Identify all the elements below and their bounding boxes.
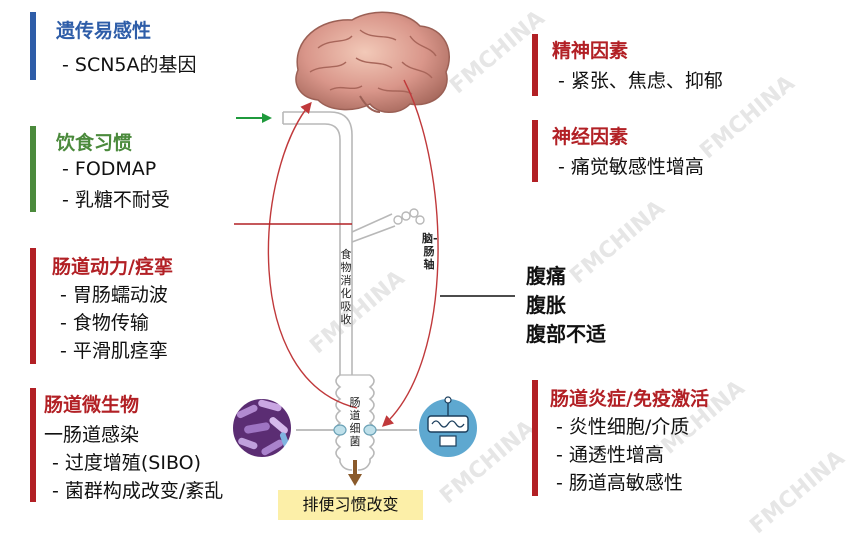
panel-title: 精神因素 [552,40,629,62]
panel-neural: 神经因素 - 痛觉敏感性增高 [532,120,772,182]
panel-diet: 饮食习惯 - FODMAP - 乳糖不耐受 [30,126,230,212]
panel-item: - 平滑肌痉挛 [60,340,168,362]
panel-microbe: 肠道微生物 一肠道感染 - 过度增殖(SIBO) - 菌群构成改变/紊乱 [30,388,270,502]
panel-bar [532,120,538,182]
brain-icon [295,11,450,113]
gut-lab-diagram-icon [417,396,479,459]
panel-bar [30,248,36,364]
arrow-down-icon [348,460,362,486]
panel-title: 遗传易感性 [56,20,152,42]
panel-item: - 通透性增高 [556,444,664,466]
panel-inflammation: 肠道炎症/免疫激活 - 炎性细胞/介质 - 通透性增高 - 肠道高敏感性 [532,380,772,496]
panel-item: - 过度增殖(SIBO) [52,452,202,474]
bacteria-micrograph-icon [231,397,293,459]
panel-item: 一肠道感染 [44,424,140,446]
panel-item: - 菌群构成改变/紊乱 [52,480,224,502]
panel-bar [532,380,538,496]
symptom-item: 腹部不适 [526,322,606,346]
symptom-list: 腹痛 腹胀 腹部不适 [526,262,606,349]
panel-title: 肠道炎症/免疫激活 [550,388,709,410]
panel-title: 神经因素 [552,126,629,148]
symptom-item: 腹胀 [526,293,566,317]
symptom-item: 腹痛 [526,264,566,288]
panel-item: - 肠道高敏感性 [556,472,683,494]
panel-title: 饮食习惯 [56,132,133,154]
panel-bar [30,12,36,80]
digestion-label: 食物消化吸收 [340,248,352,326]
panel-item: - SCN5A的基因 [62,54,197,76]
panel-bar [30,126,36,212]
panel-bar [532,34,538,96]
panel-motility: 肠道动力/痉挛 - 胃肠蠕动波 - 食物传输 - 平滑肌痉挛 [30,248,240,364]
panel-item: - 炎性细胞/介质 [556,416,690,438]
panel-item: - FODMAP [62,158,157,180]
arrow-right-icon [236,113,272,123]
panel-bar [30,388,36,502]
panel-item: - 紧张、焦虑、抑郁 [558,70,723,92]
panel-genetic: 遗传易感性 - SCN5A的基因 [30,12,240,80]
panel-item: - 食物传输 [60,312,149,334]
gut-brain-axis-label: 脑-肠轴 [422,232,438,271]
panel-title: 肠道动力/痉挛 [52,256,173,278]
panel-item: - 痛觉敏感性增高 [558,156,704,178]
panel-item: - 胃肠蠕动波 [60,284,168,306]
stool-change-box: 排便习惯改变 [278,490,423,520]
panel-mental: 精神因素 - 紧张、焦虑、抑郁 [532,34,772,96]
panel-item: - 乳糖不耐受 [62,189,170,211]
panel-title: 肠道微生物 [44,394,140,416]
gut-bacteria-label: 肠道细菌 [349,396,361,448]
